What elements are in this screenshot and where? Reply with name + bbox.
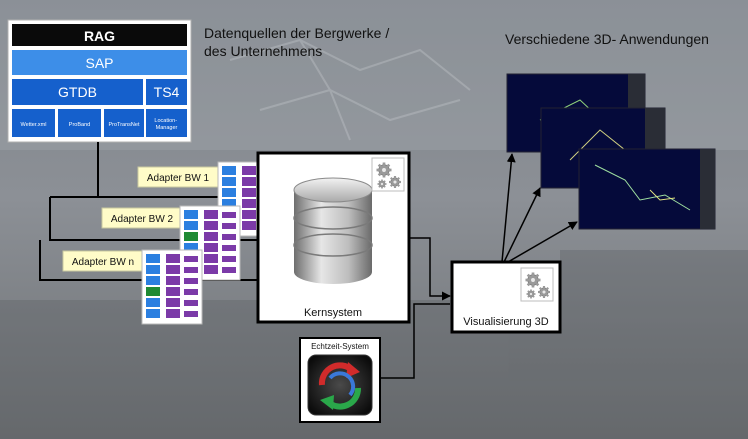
sub-label-4: Location- Manager bbox=[154, 118, 178, 131]
adapter-stack-2-left-block bbox=[184, 243, 198, 252]
sub-box-2 bbox=[58, 109, 101, 137]
adapter-stack-2-right-block bbox=[204, 243, 218, 252]
arrow-to-app-1 bbox=[501, 153, 516, 263]
sub-box-3 bbox=[104, 109, 144, 137]
adapter-label-2: Adapter BW 2 bbox=[111, 214, 174, 225]
rag-box bbox=[12, 24, 187, 46]
adapter-stack-1-left-block bbox=[222, 177, 236, 186]
heading-sources-line-2: des Unternehmens bbox=[204, 43, 322, 59]
adapter-stack-n bbox=[141, 249, 203, 325]
arrow-to-app-2 bbox=[503, 187, 541, 263]
adapter-stack-1-right-block bbox=[242, 188, 256, 197]
adapter-stack-1-right-block bbox=[242, 199, 256, 208]
core-system-label: Kernsystem bbox=[304, 307, 362, 319]
sub-label-3: ProTransNet bbox=[109, 122, 140, 128]
adapter-stack-n-far-block bbox=[184, 278, 198, 284]
arrow-to-app-3 bbox=[507, 221, 578, 263]
data-source-stack: RAG SAP GTDB TS4 Wetter.xml ProBand ProT… bbox=[7, 19, 192, 143]
database-icon bbox=[293, 177, 373, 284]
adapter-stack-2-far-block bbox=[222, 267, 236, 273]
heading-sources-line-1: Datenquellen der Bergwerke / bbox=[204, 25, 389, 41]
adapter-stack-n-right-block bbox=[166, 254, 180, 263]
ts4-label: TS4 bbox=[154, 84, 180, 100]
adapter-stack-2-right-block bbox=[204, 254, 218, 263]
sub-box-1 bbox=[12, 109, 55, 137]
adapter-stack-2-far-block bbox=[222, 245, 236, 251]
adapter-stack-n-left-block bbox=[146, 254, 160, 263]
adapter-stack-1-left-block bbox=[222, 166, 236, 175]
adapter-stack-n-far-block bbox=[184, 289, 198, 295]
adapter-label-1: Adapter BW 1 bbox=[147, 173, 210, 184]
adapter-label-n: Adapter BW n bbox=[72, 257, 134, 268]
visualization-label: Visualisierung 3D bbox=[463, 316, 548, 328]
sap-box bbox=[12, 50, 187, 75]
adapter-stack-2 bbox=[179, 205, 241, 281]
adapter-stack-n-left-block bbox=[146, 265, 160, 274]
sub-box-4 bbox=[146, 109, 187, 137]
adapter-stack-2-far-block bbox=[222, 212, 236, 218]
realtime-label: Echtzeit-System bbox=[311, 342, 369, 351]
adapter-stack-n-far-block bbox=[184, 311, 198, 317]
adapter-stack-n-right-block bbox=[166, 265, 180, 274]
background-map-lines bbox=[229, 38, 471, 141]
adapter-stack-1-right-block bbox=[242, 166, 256, 175]
visual-to-apps-arrows bbox=[501, 153, 578, 263]
realtime-connector bbox=[380, 303, 450, 379]
adapter-modules bbox=[141, 161, 279, 325]
adapter-labels: Adapter BW 1 Adapter BW 2 Adapter BW n bbox=[62, 166, 219, 272]
adapter-stack-2-left-block bbox=[184, 210, 198, 219]
sub-label-1: Wetter.xml bbox=[21, 122, 47, 128]
adapter-stack-1-right-block bbox=[242, 177, 256, 186]
adapter-stack-2-left-block bbox=[184, 221, 198, 230]
adapter-stack-2-far-block bbox=[222, 223, 236, 229]
adapter-stack-n-right-block bbox=[166, 298, 180, 307]
adapter-stack-n-left-block bbox=[146, 287, 160, 296]
realtime-sync-icon bbox=[307, 354, 373, 416]
core-to-visual-arrow bbox=[409, 237, 451, 301]
adapter-stack-n-left-block bbox=[146, 298, 160, 307]
adapter-stack-1-right-block bbox=[242, 221, 256, 230]
sap-label: SAP bbox=[85, 55, 113, 71]
adapter-stack-2-right-block bbox=[204, 221, 218, 230]
adapter-stack-2-far-block bbox=[222, 256, 236, 262]
adapter-stack-n-right-block bbox=[166, 309, 180, 318]
adapter-stack-n-right-block bbox=[166, 287, 180, 296]
adapter-stack-2-right-block bbox=[204, 210, 218, 219]
adapter-stack-1-right-block bbox=[242, 210, 256, 219]
adapter-stack-n-far-block bbox=[184, 256, 198, 262]
adapter-stack-2-right-block bbox=[204, 232, 218, 241]
ts4-box bbox=[146, 79, 187, 105]
adapter-stack-n-left-block bbox=[146, 276, 160, 285]
app-screen-3 bbox=[578, 148, 716, 230]
adapter-stack-1-left-block bbox=[222, 199, 236, 208]
adapter-stack-n-right-block bbox=[166, 276, 180, 285]
adapter-stack-n-far-block bbox=[184, 300, 198, 306]
gtdb-box bbox=[12, 79, 143, 105]
sub-label-2: ProBand bbox=[69, 122, 90, 128]
gtdb-label: GTDB bbox=[58, 84, 97, 100]
heading-apps: Verschiedene 3D- Anwendungen bbox=[505, 31, 709, 47]
adapter-stack-n-far-block bbox=[184, 267, 198, 273]
adapter-stack-2-far-block bbox=[222, 234, 236, 240]
adapter-stack-2-left-block bbox=[184, 232, 198, 241]
adapter-stack-2-right-block bbox=[204, 265, 218, 274]
adapter-stack-n-left-block bbox=[146, 309, 160, 318]
rag-label: RAG bbox=[84, 28, 115, 44]
app-screens bbox=[506, 73, 716, 230]
adapter-stack-1-left-block bbox=[222, 188, 236, 197]
